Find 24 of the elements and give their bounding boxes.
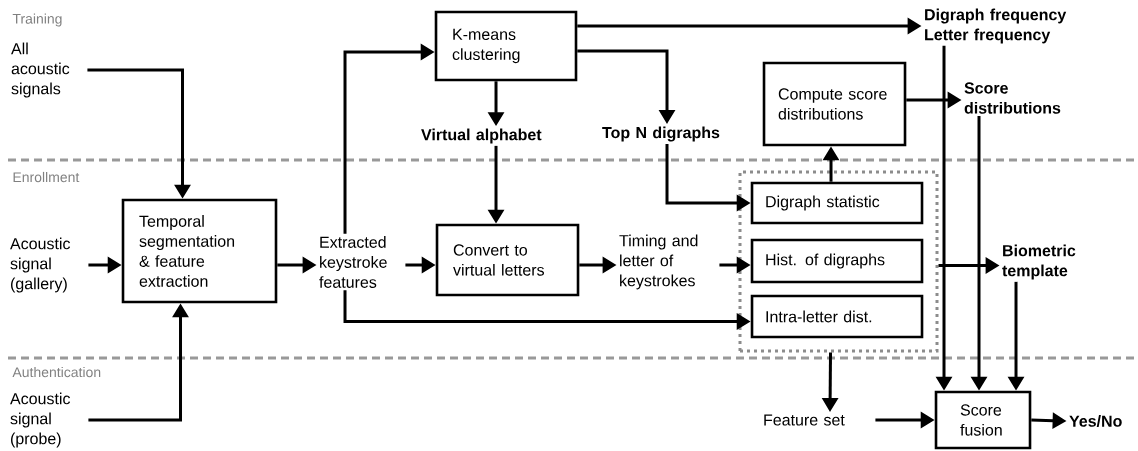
process-box: Temporal segmentation & feature extraction xyxy=(121,198,278,304)
output-label: Digraph frequency Letter frequency xyxy=(925,8,1067,44)
section-label: Training xyxy=(12,13,62,27)
output-label: Biometric template xyxy=(1002,244,1076,280)
output-label: Score distributions xyxy=(964,82,1061,114)
process-box: Hist. of digraphs xyxy=(750,238,924,284)
output-label: Yes/No xyxy=(1069,415,1122,427)
process-box: Intra-letter dist. xyxy=(750,294,924,339)
output-label: Top N digraphs xyxy=(602,126,720,142)
output-label: Virtual alphabet xyxy=(421,128,542,144)
flow-text: Timing and letter of keystrokes xyxy=(619,234,698,290)
flow-text: Feature set xyxy=(764,414,845,426)
flow-text: Acoustic signal (probe) xyxy=(10,392,71,448)
flow-text: All acoustic signals xyxy=(11,42,70,98)
process-box: Convert to virtual letters xyxy=(435,223,580,297)
process-box: Digraph statistic xyxy=(750,181,924,225)
flow-text: Acoustic signal (gallery) xyxy=(10,237,71,293)
flow-text: Extracted keystroke features xyxy=(319,236,387,288)
section-label: Authentication xyxy=(12,366,101,378)
process-box: Score fusion xyxy=(934,390,1032,450)
process-box: K-means clustering xyxy=(434,10,578,82)
section-label: Enrollment xyxy=(13,171,80,183)
process-box: Compute score distributions xyxy=(762,61,907,147)
dotted-group-box xyxy=(738,170,939,353)
